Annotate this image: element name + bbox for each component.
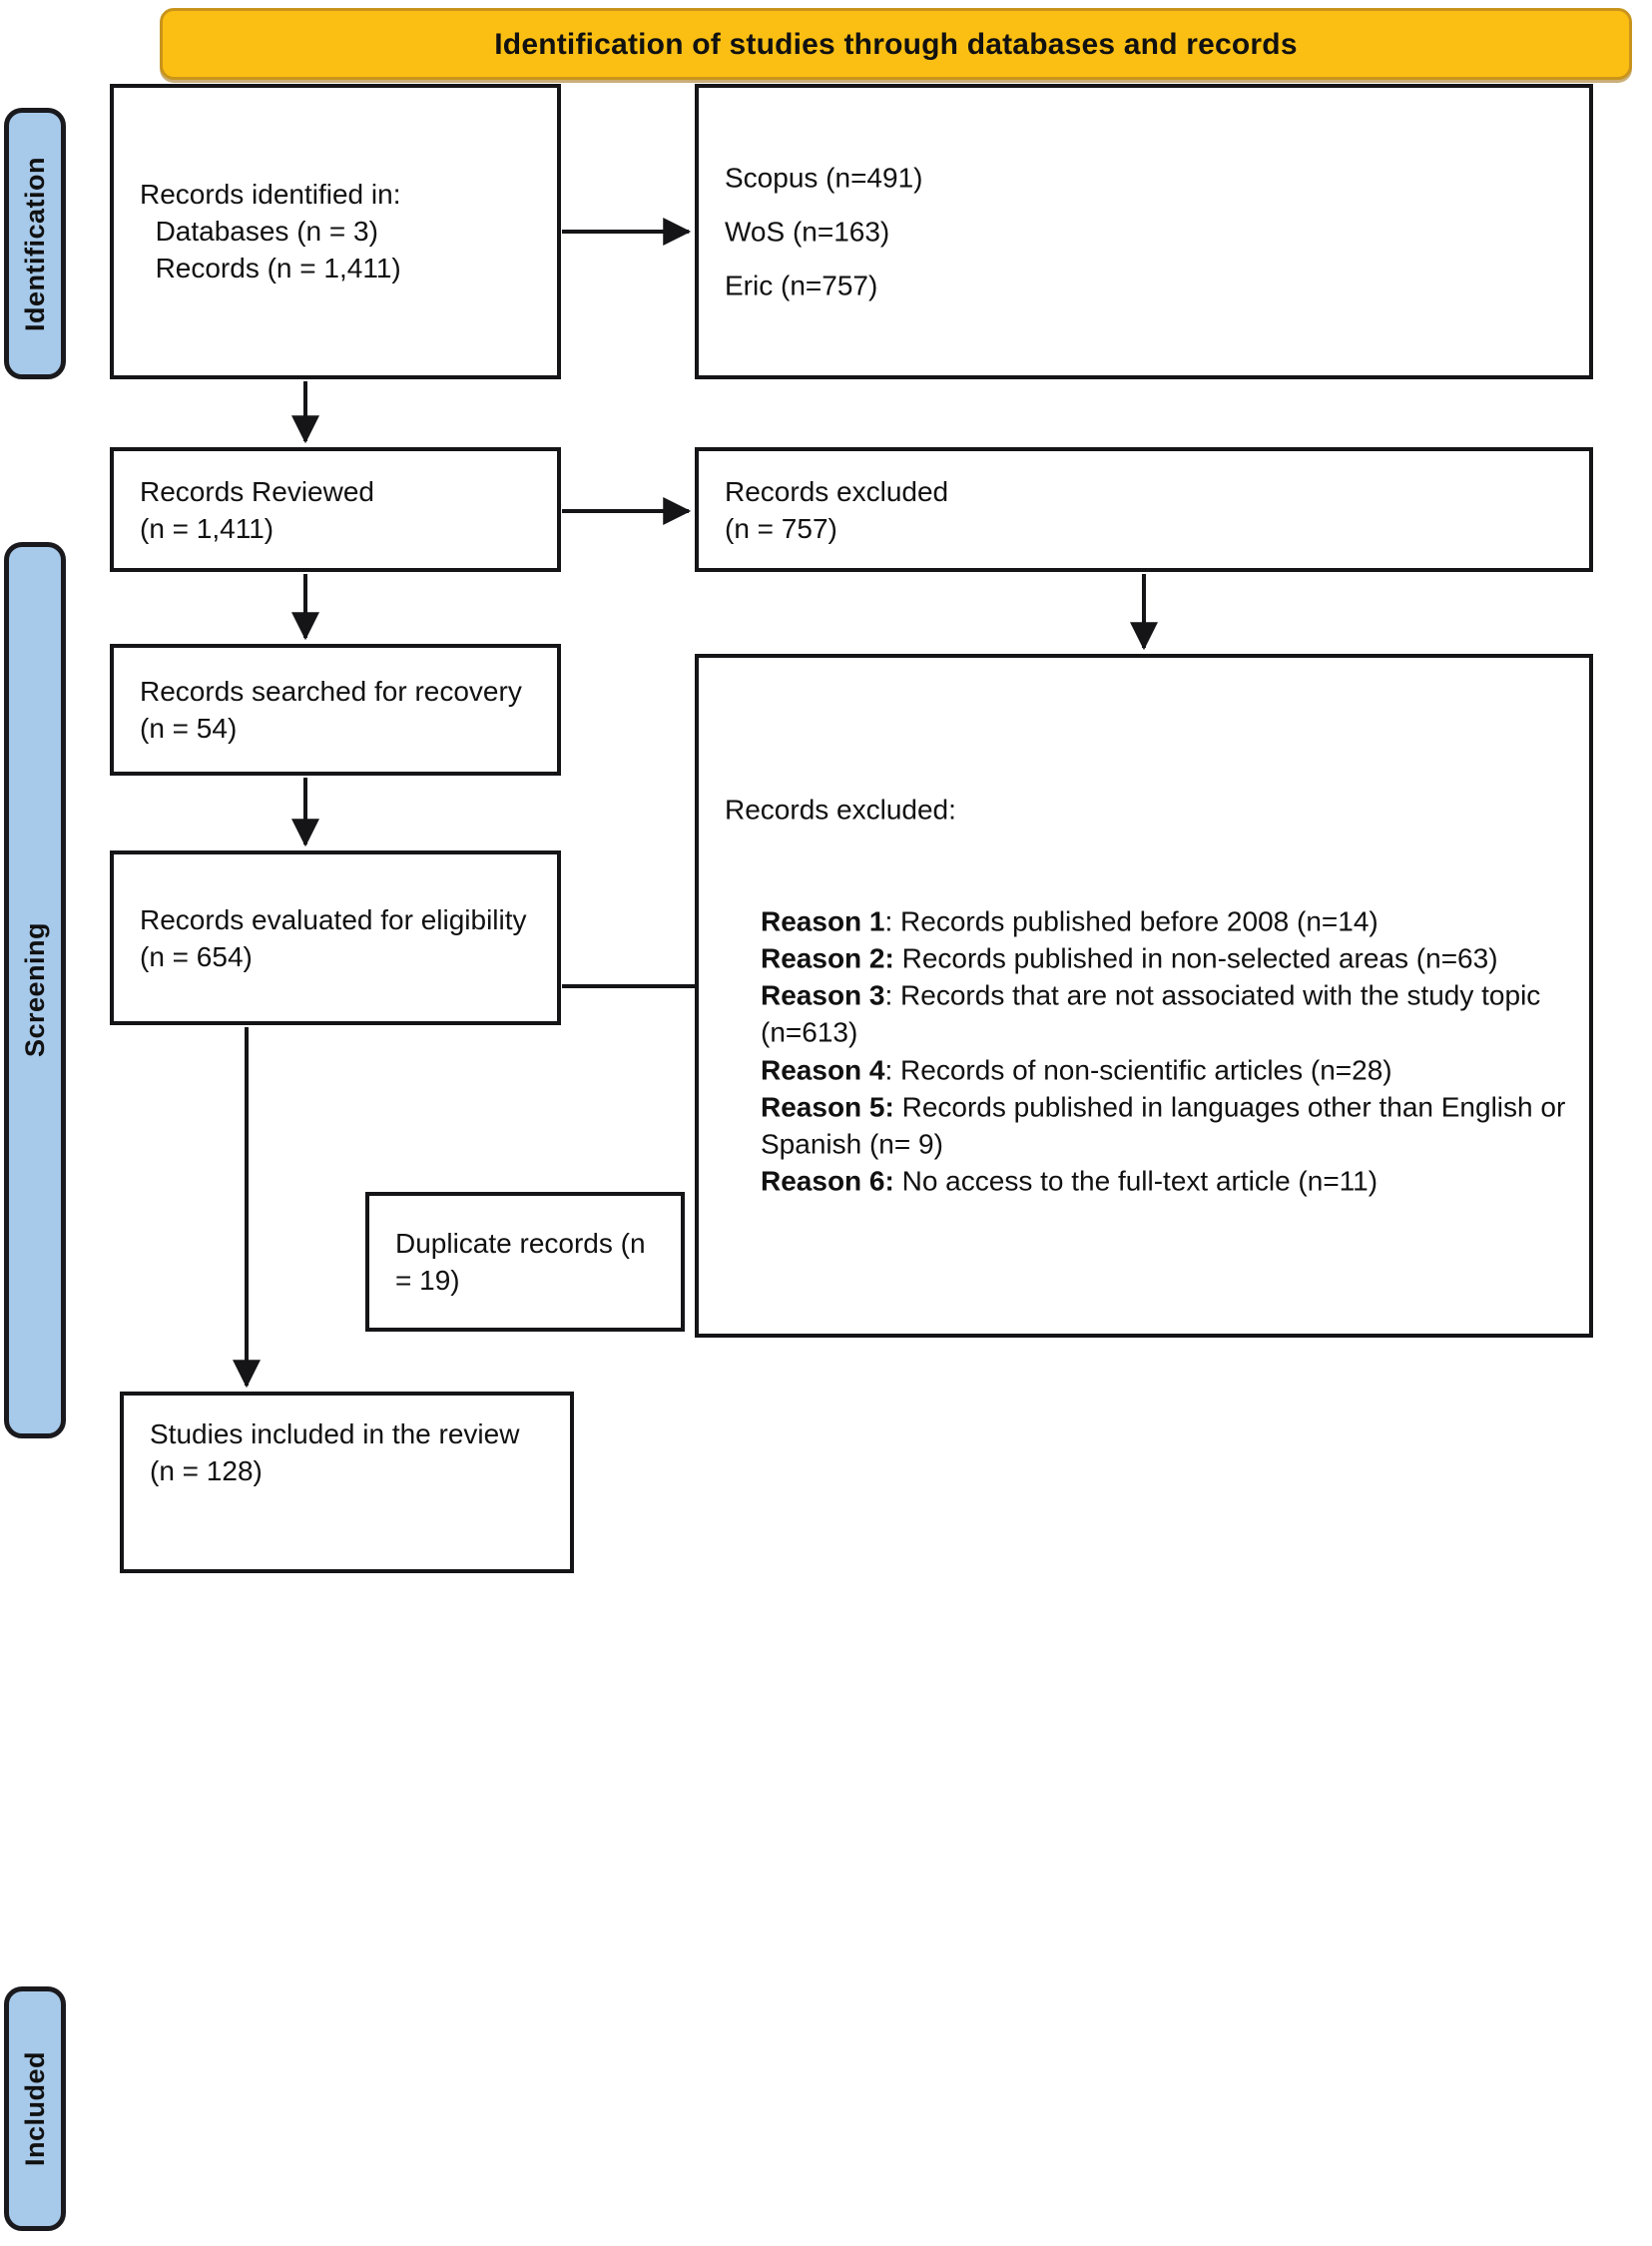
reasons-list: Reason 1: Records published before 2008 … xyxy=(725,902,1575,1200)
box-records-identified: Records identified in: Databases (n = 3)… xyxy=(110,84,561,379)
reason-label: Reason 5: xyxy=(761,1091,894,1123)
box-database-sources-text: Scopus (n=491) WoS (n=163) Eric (n=757) xyxy=(725,162,923,300)
box-duplicate-records-text: Duplicate records (n = 19) xyxy=(395,1227,654,1296)
diagram-header-banner: Identification of studies through databa… xyxy=(160,8,1632,80)
box-records-excluded-reasons: Records excluded: Reason 1: Records publ… xyxy=(695,654,1593,1338)
reason-item: Reason 3: Records that are not associate… xyxy=(761,977,1575,1051)
diagram-title: Identification of studies through databa… xyxy=(494,27,1298,61)
box-database-sources: Scopus (n=491) WoS (n=163) Eric (n=757) xyxy=(695,84,1593,379)
box-records-reviewed-text: Records Reviewed (n = 1,411) xyxy=(140,475,374,544)
box-records-identified-text: Records identified in: Databases (n = 3)… xyxy=(140,179,401,284)
reason-text: : Records that are not associated with t… xyxy=(761,979,1549,1049)
box-studies-included: Studies included in the review (n = 128) xyxy=(120,1392,574,1573)
stage-label-identification: Identification xyxy=(19,156,50,331)
reason-text: : Records of non-scientific articles (n=… xyxy=(884,1054,1392,1086)
reason-item: Reason 1: Records published before 2008 … xyxy=(761,902,1575,939)
reason-item: Reason 4: Records of non-scientific arti… xyxy=(761,1051,1575,1088)
box-records-reviewed: Records Reviewed (n = 1,411) xyxy=(110,447,561,572)
box-records-searched-recovery: Records searched for recovery (n = 54) xyxy=(110,644,561,776)
reason-label: Reason 1 xyxy=(761,905,885,937)
stage-tab-identification: Identification xyxy=(4,108,66,379)
box-duplicate-records: Duplicate records (n = 19) xyxy=(365,1192,685,1332)
reason-label: Reason 2: xyxy=(761,942,894,974)
stage-tab-included: Included xyxy=(4,1986,66,2231)
box-records-excluded-count-text: Records excluded (n = 757) xyxy=(725,475,949,544)
stage-label-included: Included xyxy=(19,2050,50,2166)
reason-item: Reason 6: No access to the full-text art… xyxy=(761,1163,1575,1200)
box-records-searched-recovery-text: Records searched for recovery (n = 54) xyxy=(140,675,522,744)
box-records-excluded-count: Records excluded (n = 757) xyxy=(695,447,1593,572)
reason-item: Reason 2: Records published in non-selec… xyxy=(761,940,1575,977)
box-studies-included-text: Studies included in the review (n = 128) xyxy=(150,1418,520,1487)
reason-text: Records published in languages other tha… xyxy=(761,1091,1574,1160)
box-records-evaluated-eligibility-text: Records evaluated for eligibility (n = 6… xyxy=(140,903,527,972)
reasons-heading: Records excluded: xyxy=(725,794,956,826)
box-records-evaluated-eligibility: Records evaluated for eligibility (n = 6… xyxy=(110,850,561,1025)
stage-label-screening: Screening xyxy=(19,922,50,1058)
reason-label: Reason 4 xyxy=(761,1054,885,1086)
reason-label: Reason 3 xyxy=(761,979,885,1011)
reason-text: No access to the full-text article (n=11… xyxy=(893,1166,1378,1198)
reason-text: : Records published before 2008 (n=14) xyxy=(884,905,1378,937)
reason-label: Reason 6: xyxy=(761,1166,894,1198)
reason-text: Records published in non-selected areas … xyxy=(893,942,1498,974)
reason-item: Reason 5: Records published in languages… xyxy=(761,1089,1575,1163)
stage-tab-screening: Screening xyxy=(4,542,66,1438)
box-records-excluded-reasons-body: Records excluded: Reason 1: Records publ… xyxy=(725,717,1575,1275)
